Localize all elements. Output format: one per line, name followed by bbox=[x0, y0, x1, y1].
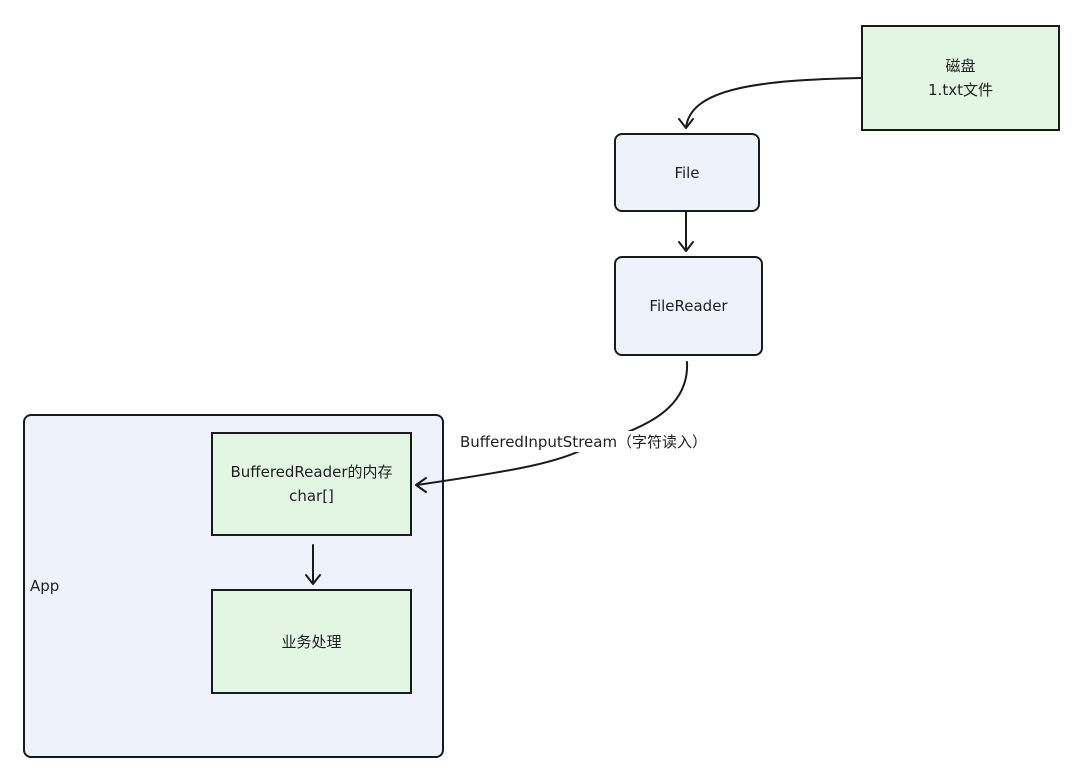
buffered-reader-subtitle: char[] bbox=[289, 487, 334, 505]
file-label: File bbox=[674, 163, 700, 182]
buffered-reader-title: BufferedReader的内存 bbox=[230, 463, 393, 481]
file-node: File bbox=[614, 133, 760, 212]
filereader-node: FileReader bbox=[614, 256, 763, 356]
business-processing-label: 业务处理 bbox=[281, 632, 342, 651]
arrowhead-disk-to-file bbox=[678, 118, 694, 129]
arrow-filereader-to-buffered bbox=[416, 361, 689, 486]
buffered-reader-node: BufferedReader的内存 char[] bbox=[211, 432, 412, 536]
app-label: App bbox=[30, 577, 60, 595]
disk-node: 磁盘 1.txt文件 bbox=[861, 25, 1060, 131]
business-processing-node: 业务处理 bbox=[211, 589, 412, 694]
edge-label-buffered-input-stream: BufferedInputStream（字符读入） bbox=[458, 431, 710, 452]
disk-subtitle: 1.txt文件 bbox=[928, 81, 993, 99]
arrowhead-file-to-filereader bbox=[678, 241, 694, 252]
disk-title: 磁盘 bbox=[945, 57, 976, 75]
arrow-disk-to-file bbox=[685, 77, 862, 129]
filereader-label: FileReader bbox=[649, 297, 728, 315]
